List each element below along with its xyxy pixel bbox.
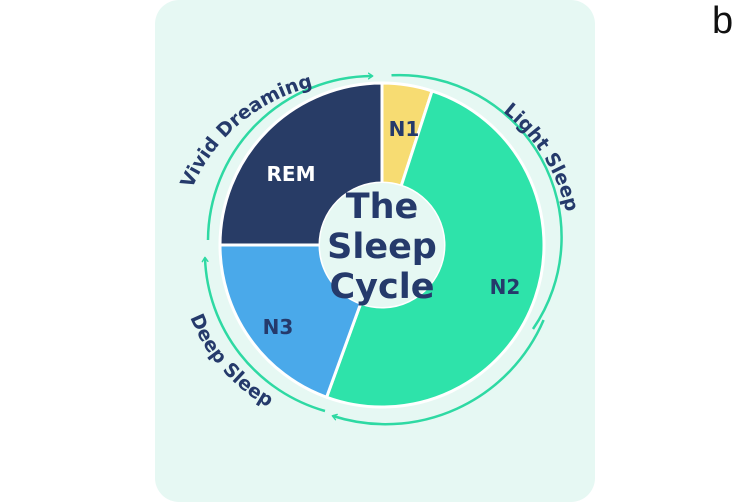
arrow-left-top <box>206 72 374 241</box>
stage-label-n2: N2 <box>490 275 521 299</box>
stage-label-rem: REM <box>267 162 316 186</box>
cycle-arrows <box>201 72 563 426</box>
arrow-top <box>391 73 563 330</box>
panel-label: b <box>712 0 734 42</box>
stage-labels: N1 N2 N3 REM <box>263 117 521 339</box>
center-title-line-2: Sleep <box>327 227 437 267</box>
stage-label-n3: N3 <box>263 315 294 339</box>
arrow-left-bottom <box>201 256 326 413</box>
arrow-right-bottom <box>331 319 545 426</box>
center-title-line-1: The <box>346 187 419 227</box>
center-title-line-3: Cycle <box>330 267 435 307</box>
stage-label-n1: N1 <box>389 117 420 141</box>
center-circle <box>320 183 444 307</box>
